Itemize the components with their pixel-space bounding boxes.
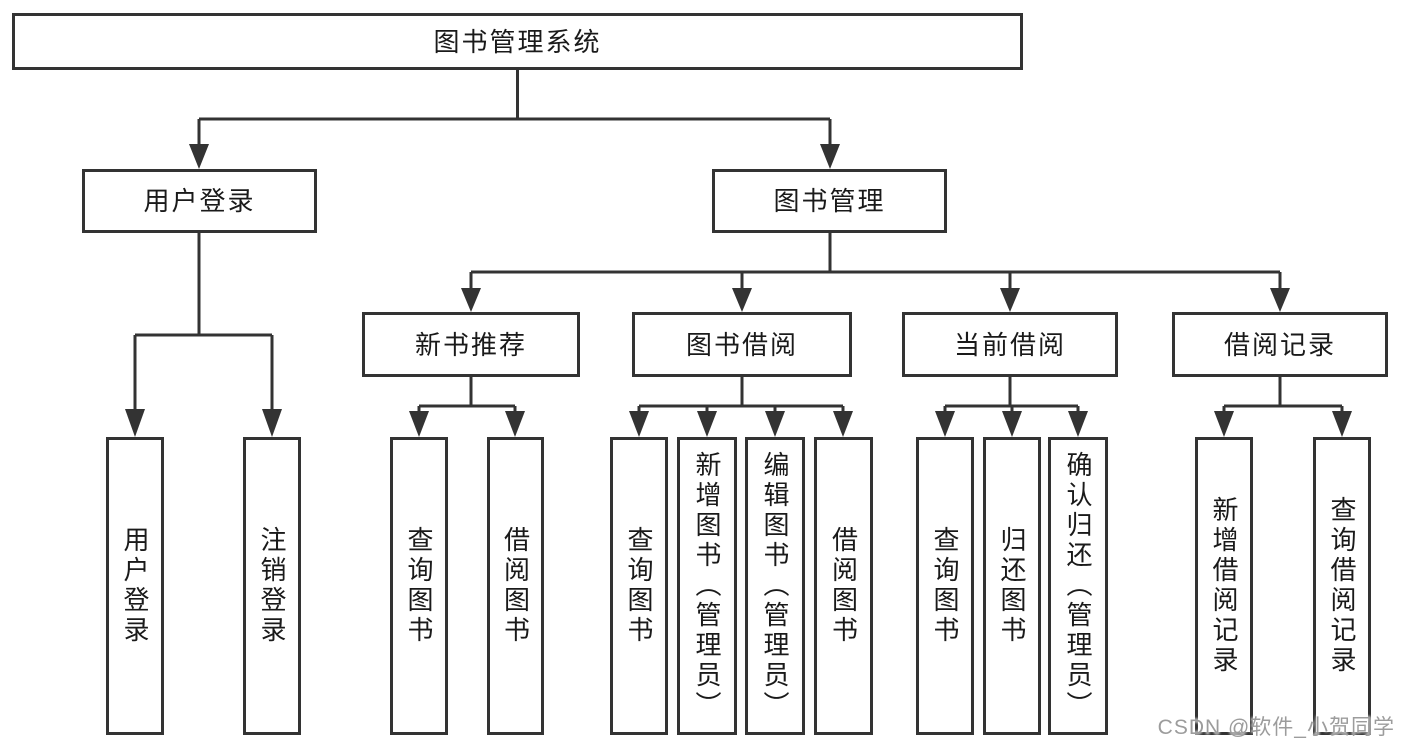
leaf-borrow-borrow-books: 借阅图书 bbox=[814, 437, 873, 735]
leaf-current-return-books-label: 归还图书 bbox=[997, 526, 1027, 646]
leaf-user-login-label: 用户登录 bbox=[120, 526, 150, 646]
node-book-borrow-label: 图书借阅 bbox=[685, 329, 798, 360]
leaf-user-login: 用户登录 bbox=[106, 437, 164, 735]
node-new-book-recommend: 新书推荐 bbox=[362, 312, 580, 377]
node-root: 图书管理系统 bbox=[12, 13, 1023, 70]
leaf-logout-login-label: 注销登录 bbox=[257, 526, 287, 646]
node-book-management: 图书管理 bbox=[712, 169, 947, 233]
leaf-borrow-edit-books-admin-label: 编辑图书（管理员） bbox=[760, 451, 790, 721]
leaf-recommend-search-books-label: 查询图书 bbox=[404, 526, 434, 646]
leaf-borrow-search-books-label: 查询图书 bbox=[624, 526, 654, 646]
leaf-borrow-borrow-books-label: 借阅图书 bbox=[828, 526, 859, 646]
leaf-current-return-books: 归还图书 bbox=[983, 437, 1041, 735]
node-borrow-records-label: 借阅记录 bbox=[1223, 329, 1336, 360]
node-user-login: 用户登录 bbox=[82, 169, 317, 233]
node-new-book-recommend-label: 新书推荐 bbox=[414, 329, 527, 360]
node-current-borrow: 当前借阅 bbox=[902, 312, 1118, 377]
node-current-borrow-label: 当前借阅 bbox=[953, 329, 1066, 360]
leaf-current-search-books-label: 查询图书 bbox=[930, 526, 960, 646]
node-borrow-records: 借阅记录 bbox=[1172, 312, 1388, 377]
leaf-current-confirm-return-admin: 确认归还（管理员） bbox=[1048, 437, 1108, 735]
csdn-watermark: CSDN @软件_小贺同学 bbox=[1157, 716, 1395, 739]
leaf-records-add-record: 新增借阅记录 bbox=[1195, 437, 1253, 735]
leaf-borrow-edit-books-admin: 编辑图书（管理员） bbox=[745, 437, 805, 735]
leaf-borrow-search-books: 查询图书 bbox=[610, 437, 668, 735]
node-book-management-label: 图书管理 bbox=[773, 186, 886, 216]
leaf-recommend-search-books: 查询图书 bbox=[390, 437, 448, 735]
leaf-recommend-borrow-books-label: 借阅图书 bbox=[500, 526, 531, 646]
leaf-records-search-record-label: 查询借阅记录 bbox=[1327, 496, 1357, 676]
node-book-borrow: 图书借阅 bbox=[632, 312, 852, 377]
leaf-recommend-borrow-books: 借阅图书 bbox=[487, 437, 544, 735]
leaf-records-search-record: 查询借阅记录 bbox=[1313, 437, 1371, 735]
leaf-logout-login: 注销登录 bbox=[243, 437, 301, 735]
node-root-label: 图书管理系统 bbox=[433, 26, 602, 57]
leaf-borrow-add-books-admin-label: 新增图书（管理员） bbox=[692, 451, 722, 721]
leaf-current-search-books: 查询图书 bbox=[916, 437, 974, 735]
node-user-login-label: 用户登录 bbox=[143, 186, 256, 216]
leaf-records-add-record-label: 新增借阅记录 bbox=[1209, 496, 1239, 676]
leaf-borrow-add-books-admin: 新增图书（管理员） bbox=[677, 437, 737, 735]
leaf-current-confirm-return-admin-label: 确认归还（管理员） bbox=[1063, 451, 1093, 721]
